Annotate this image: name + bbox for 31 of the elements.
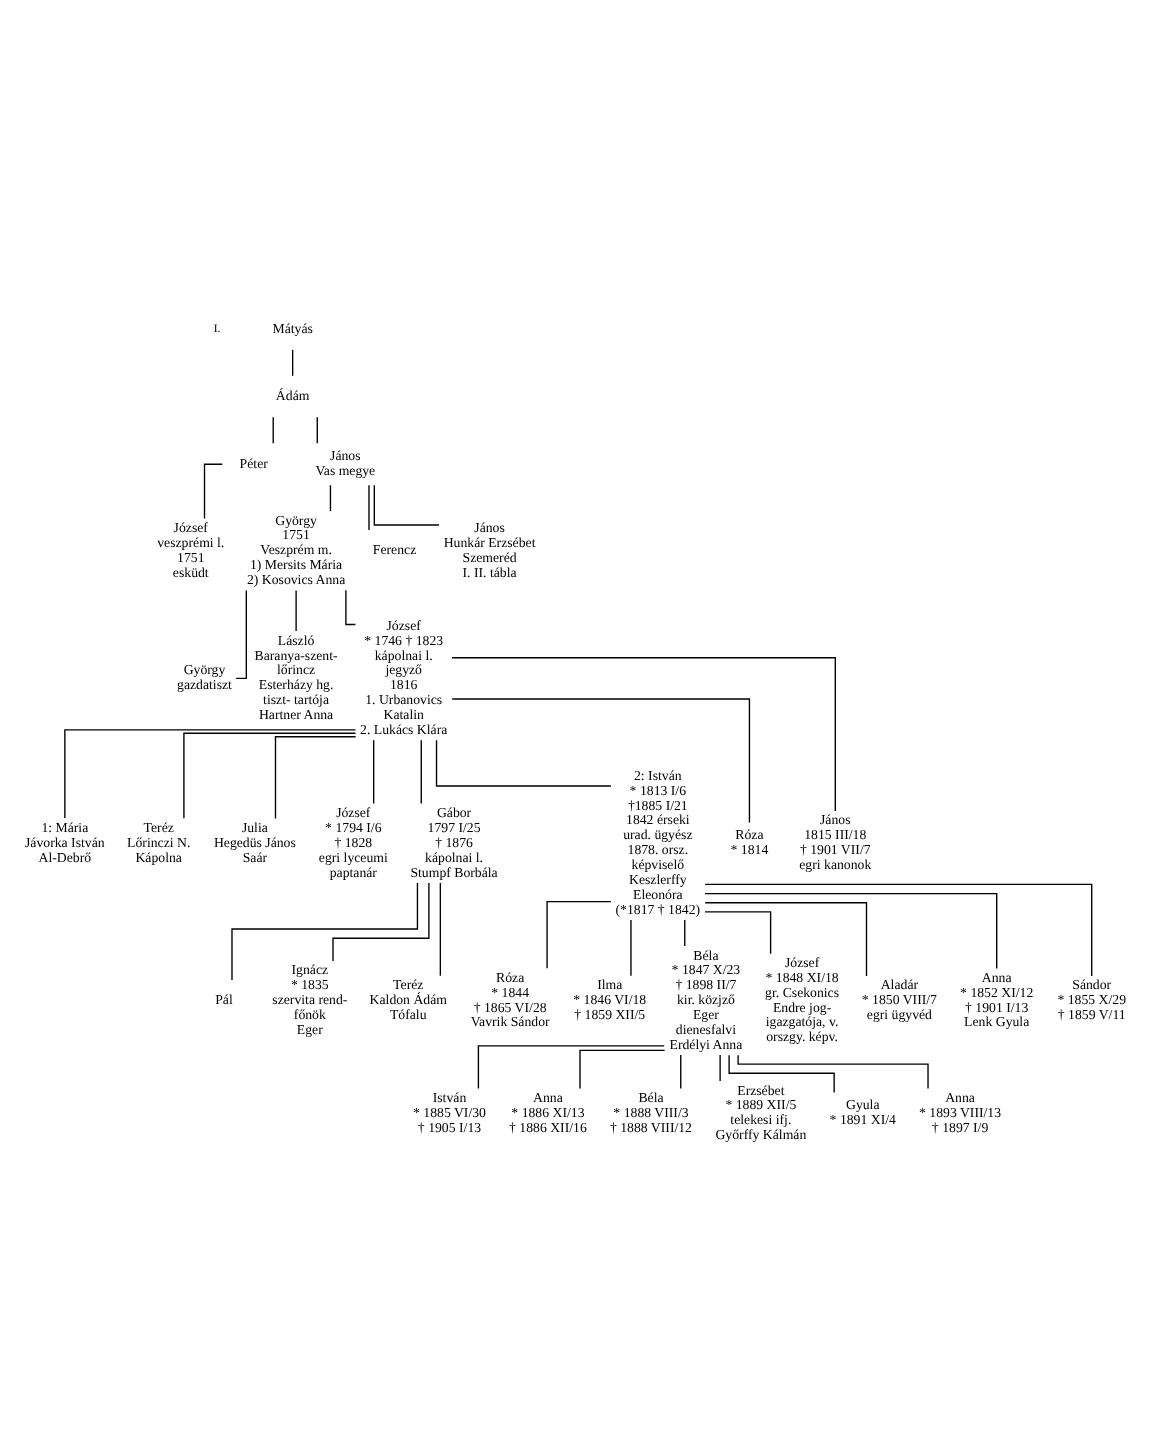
connector xyxy=(64,728,357,818)
connector xyxy=(368,483,370,530)
connector xyxy=(291,348,294,376)
connector xyxy=(183,731,357,818)
connector xyxy=(332,881,430,961)
connector xyxy=(704,882,1093,976)
connector xyxy=(451,697,751,823)
connector xyxy=(373,483,440,525)
connector xyxy=(477,1044,665,1089)
connector xyxy=(546,899,612,968)
connector xyxy=(274,735,357,819)
connector xyxy=(435,738,612,786)
connector xyxy=(420,738,422,804)
connector xyxy=(704,901,868,976)
connector xyxy=(704,910,772,954)
connector xyxy=(704,891,998,969)
connector xyxy=(719,1053,721,1081)
connector xyxy=(316,415,318,443)
connector xyxy=(439,881,442,976)
connector xyxy=(630,918,632,976)
connector xyxy=(684,918,686,946)
connector xyxy=(295,588,297,631)
connector xyxy=(231,881,419,980)
connector xyxy=(272,415,274,443)
connector xyxy=(680,1053,682,1089)
connector xyxy=(451,656,836,811)
connector xyxy=(345,588,357,625)
connector xyxy=(579,1048,666,1089)
connector xyxy=(728,1053,835,1093)
connector xyxy=(372,738,375,804)
connector xyxy=(329,483,332,511)
